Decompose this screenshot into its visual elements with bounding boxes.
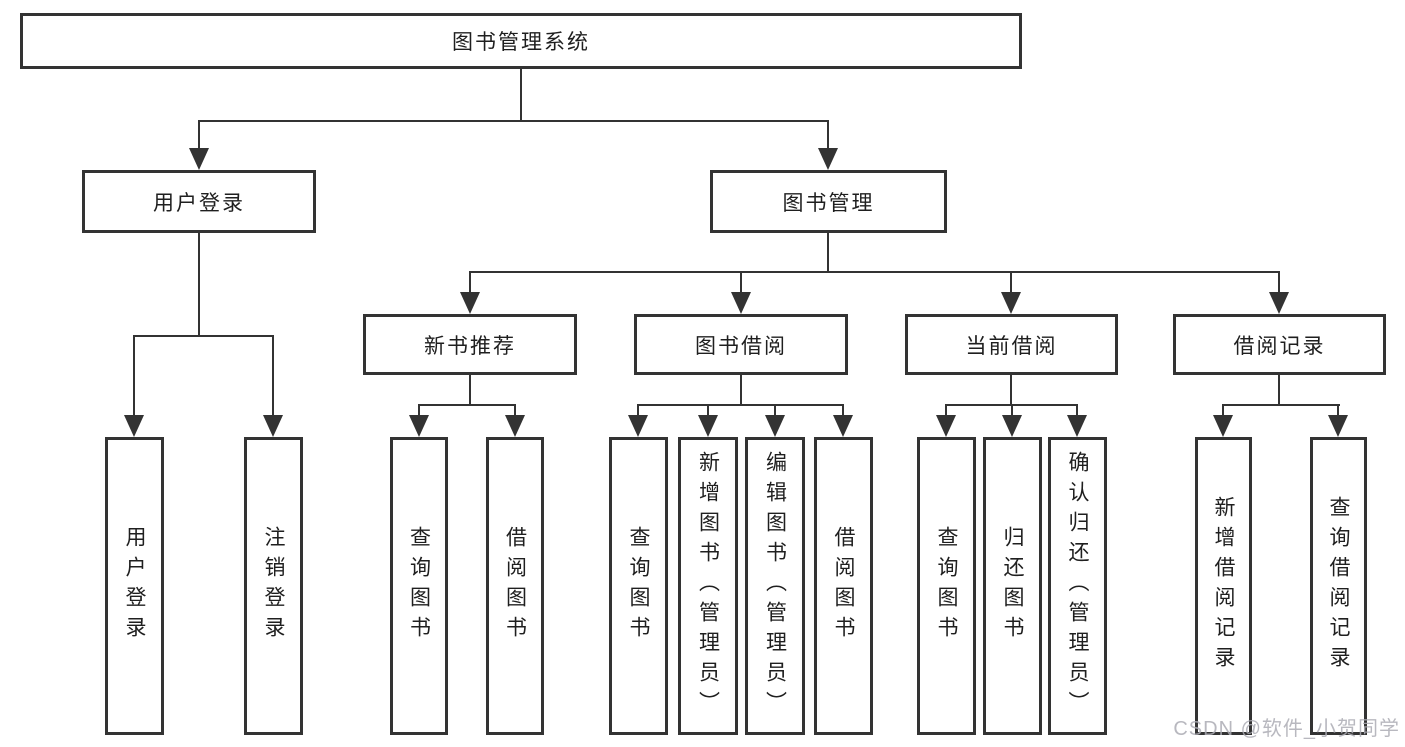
leaf-borrow-books: 借阅图书 [486, 437, 544, 735]
node-label: 查询借阅记录 [1327, 496, 1350, 676]
connector-line [469, 271, 471, 294]
connector-line [1278, 271, 1280, 294]
connector-line [1076, 404, 1078, 419]
arrow-down-icon [1328, 415, 1348, 437]
node-label: 查询图书 [407, 526, 431, 646]
arrow-down-icon [731, 292, 751, 314]
node-label: 新增借阅记录 [1212, 496, 1235, 676]
node-label: 借阅图书 [832, 526, 855, 646]
connector-line [198, 120, 200, 150]
node-label: 归还图书 [1001, 526, 1024, 646]
leaf-query-borrow-record: 查询借阅记录 [1310, 437, 1367, 735]
node-label: 用户登录 [153, 191, 245, 215]
node-label: 新增图书（管理员） [696, 451, 720, 721]
connector-line [707, 404, 709, 419]
leaf-borrow-books: 借阅图书 [814, 437, 873, 735]
connector-line [774, 404, 776, 419]
arrow-down-icon [818, 148, 838, 170]
arrow-down-icon [833, 415, 853, 437]
connector-line [198, 120, 829, 122]
leaf-logout: 注销登录 [244, 437, 303, 735]
node-label: 编辑图书（管理员） [763, 451, 787, 721]
connector-line [418, 404, 420, 419]
connector-line [272, 335, 274, 417]
connector-line [514, 404, 516, 419]
leaf-query-books: 查询图书 [390, 437, 448, 735]
leaf-confirm-return-admin: 确认归还（管理员） [1048, 437, 1107, 735]
connector-line [469, 271, 1280, 273]
node-label: 借阅记录 [1233, 334, 1326, 358]
leaf-return-books: 归还图书 [983, 437, 1042, 735]
leaf-add-books-admin: 新增图书（管理员） [678, 437, 738, 735]
node-label: 图书管理系统 [452, 31, 590, 54]
node-label: 注销登录 [262, 526, 285, 646]
node-borrow-records: 借阅记录 [1173, 314, 1386, 375]
arrow-down-icon [1001, 292, 1021, 314]
arrow-down-icon [124, 415, 144, 437]
arrow-down-icon [1269, 292, 1289, 314]
node-new-book-recommend: 新书推荐 [363, 314, 577, 375]
connector-line [133, 335, 135, 417]
connector-line [1010, 375, 1012, 406]
leaf-query-books: 查询图书 [917, 437, 976, 735]
node-user-login: 用户登录 [82, 170, 316, 233]
arrow-down-icon [1067, 415, 1087, 437]
arrow-down-icon [1002, 415, 1022, 437]
node-label: 用户登录 [123, 526, 146, 646]
arrow-down-icon [698, 415, 718, 437]
arrow-down-icon [409, 415, 429, 437]
connector-line [842, 404, 844, 419]
connector-line [945, 404, 947, 419]
connector-line [637, 404, 639, 419]
node-library-management-system: 图书管理系统 [20, 13, 1022, 69]
node-label: 当前借阅 [965, 334, 1058, 358]
connector-line [133, 335, 274, 337]
connector-line [1222, 404, 1340, 406]
arrow-down-icon [765, 415, 785, 437]
leaf-edit-books-admin: 编辑图书（管理员） [745, 437, 805, 735]
connector-line [520, 69, 522, 122]
node-current-borrow: 当前借阅 [905, 314, 1118, 375]
connector-line [1010, 271, 1012, 294]
connector-line [827, 120, 829, 150]
connector-line [198, 233, 200, 337]
arrow-down-icon [936, 415, 956, 437]
connector-line [740, 271, 742, 294]
node-label: 图书管理 [782, 191, 875, 215]
arrow-down-icon [189, 148, 209, 170]
connector-line [469, 375, 471, 406]
node-label: 借阅图书 [503, 526, 527, 646]
arrow-down-icon [628, 415, 648, 437]
arrow-down-icon [1213, 415, 1233, 437]
arrow-down-icon [263, 415, 283, 437]
connector-line [418, 404, 516, 406]
arrow-down-icon [460, 292, 480, 314]
arrow-down-icon [505, 415, 525, 437]
node-label: 图书借阅 [695, 334, 787, 358]
connector-line [740, 375, 742, 406]
leaf-add-borrow-record: 新增借阅记录 [1195, 437, 1252, 735]
connector-line [1011, 404, 1013, 419]
node-label: 确认归还（管理员） [1066, 451, 1089, 721]
leaf-query-books: 查询图书 [609, 437, 668, 735]
node-label: 查询图书 [627, 526, 650, 646]
connector-line [1337, 404, 1339, 419]
node-book-borrow: 图书借阅 [634, 314, 848, 375]
leaf-user-login: 用户登录 [105, 437, 164, 735]
connector-line [637, 404, 844, 406]
connector-line [1278, 375, 1280, 406]
node-label: 新书推荐 [424, 334, 516, 358]
connector-line [1222, 404, 1224, 419]
node-label: 查询图书 [935, 526, 958, 646]
connector-line [827, 233, 829, 273]
node-book-management: 图书管理 [710, 170, 947, 233]
